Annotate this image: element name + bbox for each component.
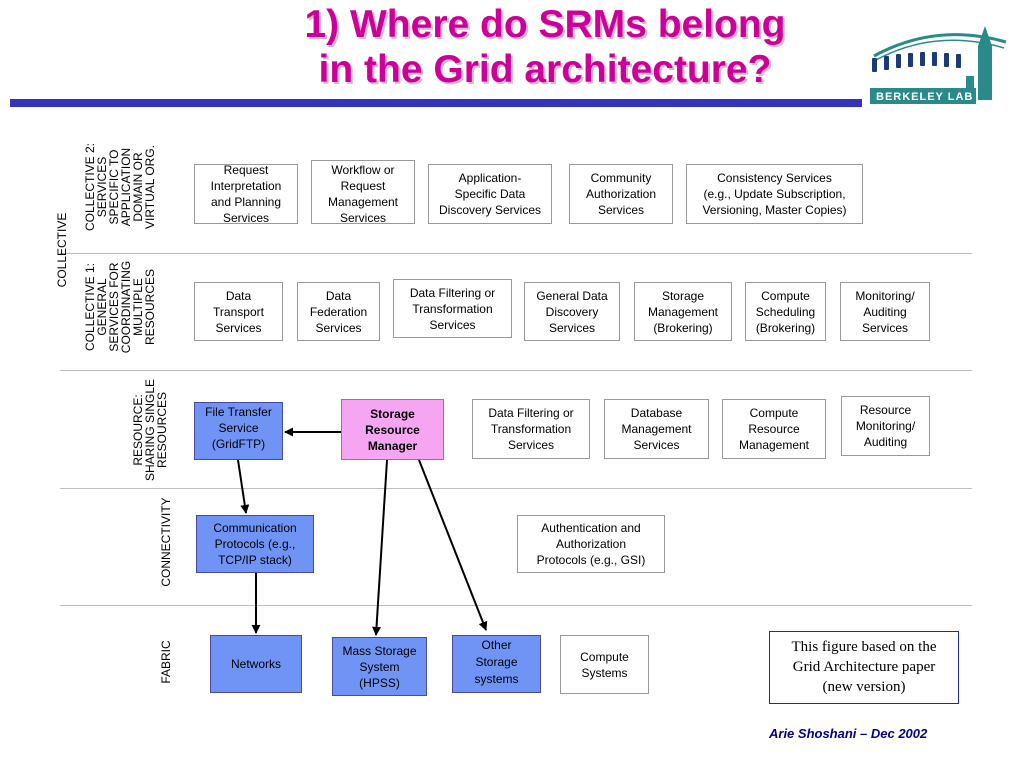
- layer-label-collective: COLLECTIVE: [55, 212, 69, 288]
- layer-label-collective1: COLLECTIVE 1: GENERAL SERVICES FOR COORD…: [83, 260, 157, 354]
- compute-resource-management-box: Compute Resource Management: [722, 399, 826, 459]
- community-authorization-box: Community Authorization Services: [569, 164, 673, 224]
- separator-connectivity-fabric: [60, 605, 972, 606]
- layer-label-resource: RESOURCE: SHARING SINGLE RESOURCES: [131, 378, 169, 482]
- layer-label-fabric: FABRIC: [159, 640, 173, 684]
- file-transfer-service-box: File Transfer Service (GridFTP): [194, 402, 283, 460]
- app-specific-discovery-box: Application- Specific Data Discovery Ser…: [428, 164, 552, 224]
- logo-text: BERKELEY LAB: [876, 91, 973, 103]
- mass-storage-system-box: Mass Storage System (HPSS): [332, 637, 427, 696]
- source-note: This figure based on the Grid Architectu…: [769, 631, 959, 704]
- consistency-services-box: Consistency Services (e.g., Update Subsc…: [686, 164, 863, 224]
- authentication-protocols-box: Authentication and Authorization Protoco…: [517, 515, 665, 573]
- general-discovery-box: General Data Discovery Services: [524, 282, 620, 341]
- storage-management-box: Storage Management (Brokering): [634, 282, 732, 341]
- title-line-1: 1) Where do SRMs belong: [304, 3, 786, 46]
- data-transport-box: Data Transport Services: [194, 282, 283, 341]
- separator-collective2-collective1: [60, 253, 972, 254]
- storage-resource-manager-box: Storage Resource Manager: [341, 399, 444, 460]
- resource-monitoring-box: Resource Monitoring/ Auditing: [841, 396, 930, 456]
- title-underline: [10, 99, 862, 107]
- compute-scheduling-box: Compute Scheduling (Brokering): [745, 282, 826, 341]
- data-federation-box: Data Federation Services: [297, 282, 380, 341]
- compute-systems-box: Compute Systems: [560, 635, 649, 694]
- networks-box: Networks: [210, 635, 302, 693]
- separator-collective1-resource: [60, 370, 972, 371]
- data-filtering-resource-box: Data Filtering or Transformation Service…: [472, 399, 590, 459]
- title-line-2: in the Grid architecture?: [318, 48, 772, 91]
- workflow-management-box: Workflow or Request Management Services: [311, 160, 415, 225]
- request-interpretation-box: Request Interpretation and Planning Serv…: [194, 163, 298, 225]
- page-title: 1) Where do SRMs belong in the Grid arch…: [150, 2, 940, 92]
- database-management-box: Database Management Services: [604, 399, 709, 459]
- arrow-file-transfer-to-comm-protocols: [237, 459, 250, 514]
- berkeley-lab-logo: BERKELEY LAB: [870, 26, 1007, 104]
- author-credit: Arie Shoshani – Dec 2002: [769, 726, 928, 741]
- layer-label-connectivity: CONNECTIVITY: [159, 497, 173, 587]
- other-storage-systems-box: Other Storage systems: [452, 635, 541, 693]
- communication-protocols-box: Communication Protocols (e.g., TCP/IP st…: [196, 515, 314, 573]
- separator-resource-connectivity: [60, 488, 972, 489]
- data-filtering-collective-box: Data Filtering or Transformation Service…: [393, 279, 512, 338]
- monitoring-auditing-services-box: Monitoring/ Auditing Services: [840, 282, 930, 341]
- arrow-srm-to-mass-storage: [372, 459, 388, 636]
- layer-label-collective2: COLLECTIVE 2: SERVICES SPECIFIC TO APPLI…: [83, 142, 157, 232]
